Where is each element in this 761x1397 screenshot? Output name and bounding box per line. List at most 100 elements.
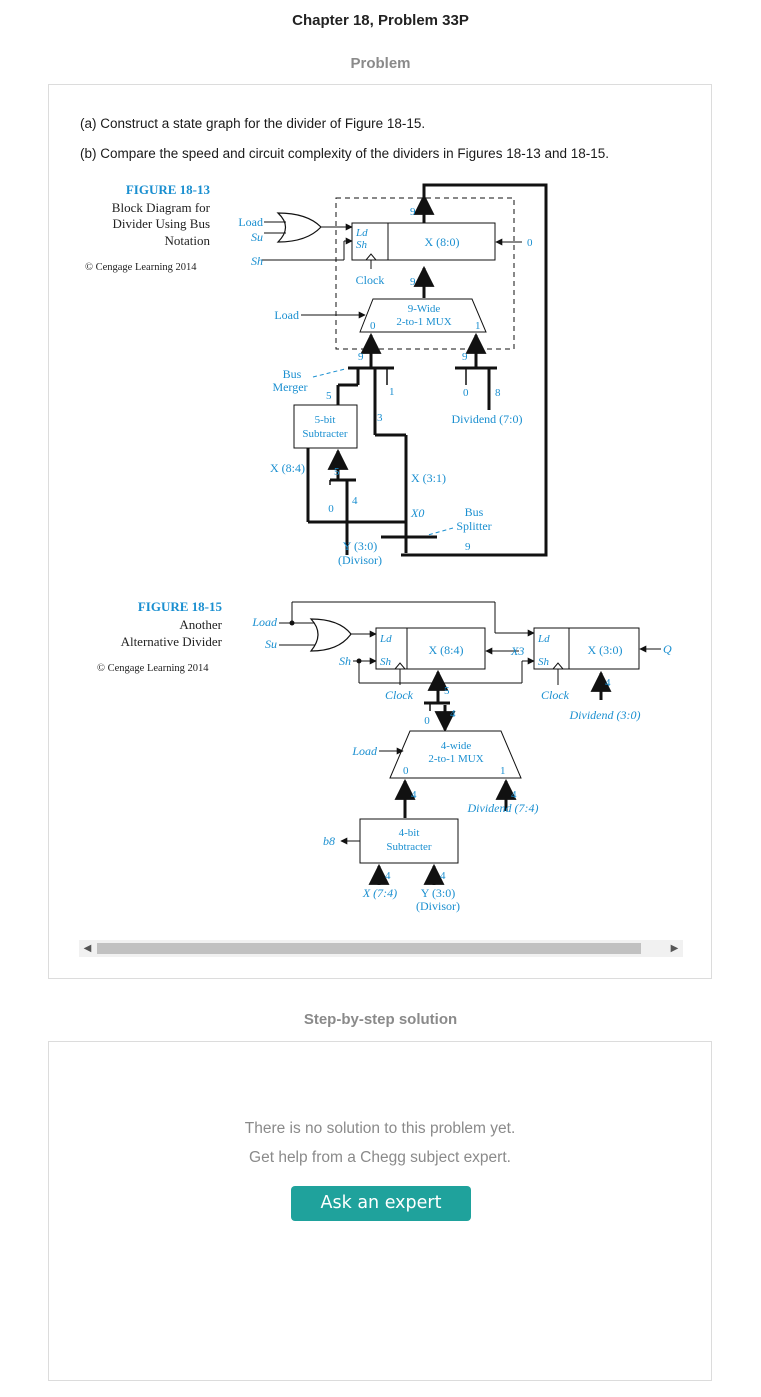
x3-label: X3: [510, 644, 524, 658]
zero-input: 0: [527, 237, 533, 249]
sh-input-label: Sh: [251, 254, 263, 268]
register-x: [351, 222, 496, 261]
bus-width-4: 4: [352, 495, 358, 507]
zero-bit: 0: [328, 503, 334, 515]
or-gate: [276, 212, 322, 243]
register-x-label: X (8:0): [425, 235, 460, 249]
dividend-74-label: Dividend (7:4): [467, 801, 539, 815]
chevron-left-icon[interactable]: ◀: [83, 943, 92, 954]
mux-input-1: 1: [475, 320, 481, 332]
problem-part-a: (a) Construct a state graph for the divi…: [80, 116, 426, 131]
figure-15-label: FIGURE 18-15: [138, 599, 223, 614]
b8-label: b8: [323, 834, 335, 848]
bus-splitter-label: Splitter: [456, 519, 491, 533]
bus-splitter-label: Bus: [465, 505, 484, 519]
figure-13-label: FIGURE 18-13: [126, 182, 211, 197]
ld-label: Ld: [355, 227, 368, 239]
mux-4-wide: [389, 730, 522, 779]
x84-label: X (8:4): [270, 461, 305, 475]
problem-figures: FIGURE 18-13 Block Diagram for Divider U…: [49, 85, 711, 940]
bus-width-4: 4: [605, 677, 611, 689]
bus-width-4: 4: [440, 870, 446, 882]
register-x84-label: X (8:4): [429, 643, 464, 657]
figure-18-15: FIGURE 18-15 Another Alternative Divider…: [97, 599, 672, 913]
dividend-70-label: Dividend (7:0): [452, 412, 523, 426]
bus-width-9: 9: [358, 351, 364, 363]
su-input-label: Su: [251, 230, 263, 244]
register-x84: [375, 627, 486, 670]
ask-expert-button[interactable]: Ask an expert: [291, 1186, 471, 1221]
sh-label: Sh: [380, 656, 392, 668]
figure-18-13: FIGURE 18-13 Block Diagram for Divider U…: [85, 182, 548, 567]
bus-width-5: 5: [444, 685, 450, 697]
bus-width-4: 4: [385, 870, 391, 882]
divisor-label: (Divisor): [338, 553, 382, 567]
sh-label: Sh: [538, 656, 550, 668]
mux-input-0: 0: [370, 320, 376, 332]
bus-width-5: 5: [326, 390, 332, 402]
sh-label: Sh: [356, 239, 368, 251]
bus-width-8: 8: [495, 387, 501, 399]
figure-15-caption: Another: [179, 617, 222, 632]
subtracter-label: 5-bit: [315, 414, 336, 426]
bus-width-4: 4: [511, 789, 517, 801]
mux-label: 2-to-1 MUX: [396, 316, 451, 328]
bus-width-9: 9: [462, 351, 468, 363]
figure-15-copyright: © Cengage Learning 2014: [97, 663, 209, 674]
sh-input-label: Sh: [339, 654, 351, 668]
clock-label: Clock: [541, 688, 570, 702]
x31-label: X (3:1): [411, 471, 446, 485]
subtracter-label: 4-bit: [399, 827, 420, 839]
bus-width-9: 9: [410, 276, 416, 288]
mux-input-1: 1: [500, 765, 506, 777]
horizontal-scrollbar[interactable]: ◀ ▶: [79, 940, 683, 957]
mux-label: 2-to-1 MUX: [428, 753, 483, 765]
subtracter-label: Subtracter: [386, 841, 432, 853]
figure-13-copyright: © Cengage Learning 2014: [85, 262, 197, 273]
figures-svg: FIGURE 18-13 Block Diagram for Divider U…: [85, 182, 672, 913]
problem-part-b: (b) Compare the speed and circuit comple…: [80, 146, 610, 161]
subtracter-label: Subtracter: [302, 428, 348, 440]
mux-label: 9-Wide: [408, 303, 441, 315]
mux-zero-input: 0: [463, 387, 469, 399]
figure-13-caption: Block Diagram for: [112, 200, 211, 215]
bus-merger-label: Bus: [283, 367, 302, 381]
x74-label: X (7:4): [362, 886, 397, 900]
bus-width-1: 1: [389, 386, 395, 398]
figure-15-caption: Alternative Divider: [121, 634, 223, 649]
figure-13-caption: Notation: [165, 233, 211, 248]
mux-9-wide: [359, 298, 487, 333]
problem-heading: Problem: [350, 55, 411, 72]
q-label: Q: [663, 642, 672, 656]
bus-width-9: 9: [465, 541, 471, 553]
subtracter-4bit: [359, 818, 459, 864]
page-title: Chapter 18, Problem 33P: [292, 12, 469, 29]
bus-merger-label: Merger: [272, 380, 307, 394]
zero-bit: 0: [424, 715, 430, 727]
mux-load-label: Load: [274, 308, 299, 322]
y30-label: Y (3:0): [421, 886, 456, 900]
problem-card: (a) Construct a state graph for the divi…: [48, 84, 712, 979]
load-input-label: Load: [251, 615, 278, 629]
mux-load-label: Load: [351, 744, 378, 758]
register-x30: [533, 627, 640, 670]
expert-help-text: Get help from a Chegg subject expert.: [249, 1149, 511, 1166]
solution-card: There is no solution to this problem yet…: [48, 1041, 712, 1381]
x0-label: X0: [410, 506, 424, 520]
divisor-label: (Divisor): [416, 899, 460, 913]
scroll-thumb[interactable]: [97, 943, 641, 954]
bus-width-4: 4: [411, 789, 417, 801]
chevron-right-icon[interactable]: ▶: [670, 943, 679, 954]
bus-width-3: 3: [377, 412, 383, 424]
or-gate: [309, 618, 352, 652]
bus-width-4: 4: [450, 708, 456, 720]
solution-heading: Step-by-step solution: [303, 1011, 458, 1028]
ld-label: Ld: [379, 633, 392, 645]
su-input-label: Su: [265, 637, 277, 651]
divider-group-box: [335, 197, 515, 350]
bus-width-5: 5: [334, 466, 340, 478]
figure-13-caption: Divider Using Bus: [113, 216, 211, 231]
register-x30-label: X (3:0): [588, 643, 623, 657]
bus-width-9: 9: [410, 206, 416, 218]
load-input-label: Load: [238, 215, 263, 229]
